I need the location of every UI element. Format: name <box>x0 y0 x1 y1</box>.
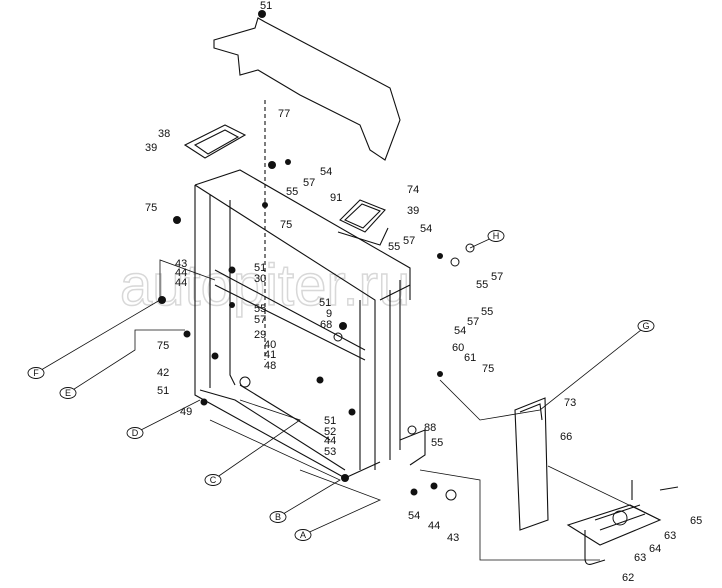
part-label: 44 <box>324 435 336 447</box>
part-label: 49 <box>180 406 192 418</box>
marker-circle <box>487 230 505 242</box>
reference-marker-b: B <box>269 511 287 523</box>
marker-circle <box>126 427 144 439</box>
part-label: 60 <box>452 342 464 354</box>
part-label: 57 <box>254 314 266 326</box>
part-label: 51 <box>324 415 336 427</box>
part-label: 57 <box>491 271 503 283</box>
marker-circle <box>59 387 77 399</box>
part-label: 63 <box>634 552 646 564</box>
part-label: 51 <box>254 262 266 274</box>
part-label: 57 <box>467 316 479 328</box>
part-label: 88 <box>424 422 436 434</box>
part-label: 75 <box>280 219 292 231</box>
frame-outline <box>183 17 679 565</box>
part-label: 57 <box>303 177 315 189</box>
part-label: 43 <box>175 258 187 270</box>
marker-letter: C <box>210 475 217 485</box>
part-label: 42 <box>157 367 169 379</box>
marker-letter: B <box>275 512 281 522</box>
part-label: 74 <box>407 184 419 196</box>
reference-markers: H G F E D C B A <box>27 230 655 541</box>
part-label: 44 <box>175 267 187 279</box>
part-label: 54 <box>408 510 420 522</box>
part-label: 54 <box>320 166 332 178</box>
part-label: 57 <box>403 235 415 247</box>
part-label: 75 <box>482 363 494 375</box>
reference-marker-e: E <box>59 387 77 399</box>
reference-marker-h: H <box>487 230 505 242</box>
part-label: 30 <box>254 273 266 285</box>
part-label: 66 <box>560 431 572 443</box>
part-label: 51 <box>157 385 169 397</box>
part-label: 9 <box>326 308 332 320</box>
part-label: 55 <box>388 241 400 253</box>
part-label: 41 <box>264 349 276 361</box>
part-label: 51 <box>260 0 272 12</box>
part-label: 44 <box>428 520 440 532</box>
part-label: 54 <box>420 223 432 235</box>
part-label: 62 <box>622 572 634 584</box>
marker-letter: A <box>300 530 306 540</box>
part-label: 55 <box>481 306 493 318</box>
part-label: 68 <box>320 319 332 331</box>
reference-marker-a: A <box>294 529 312 541</box>
part-label: 55 <box>476 279 488 291</box>
part-label: 52 <box>324 426 336 438</box>
part-label: 75 <box>157 340 169 352</box>
part-label: 39 <box>145 142 157 154</box>
part-label: 55 <box>254 303 266 315</box>
marker-letter: H <box>493 231 500 241</box>
reference-marker-c: C <box>204 474 222 486</box>
reference-marker-d: D <box>126 427 144 439</box>
part-label: 55 <box>286 186 298 198</box>
part-label: 65 <box>690 515 702 527</box>
marker-letter: G <box>642 321 649 331</box>
part-label: 73 <box>564 397 576 409</box>
part-label: 43 <box>447 532 459 544</box>
marker-circle <box>269 511 287 523</box>
part-label: 64 <box>649 543 661 555</box>
marker-letter: D <box>132 428 139 438</box>
marker-letter: F <box>33 368 39 378</box>
marker-letter: E <box>65 388 71 398</box>
part-label: 54 <box>454 325 466 337</box>
part-label: 53 <box>324 446 336 458</box>
part-label: 61 <box>464 352 476 364</box>
leader-lines <box>35 235 661 561</box>
part-label: 39 <box>407 205 419 217</box>
part-label: 38 <box>158 128 170 140</box>
reference-marker-f: F <box>27 367 45 379</box>
marker-circle <box>294 529 312 541</box>
part-label: 44 <box>175 277 187 289</box>
part-label: 77 <box>278 108 290 120</box>
marker-circle <box>27 367 45 379</box>
part-label: 55 <box>431 437 443 449</box>
marker-circle <box>204 474 222 486</box>
part-label: 40 <box>264 339 276 351</box>
marker-circle <box>637 320 655 332</box>
part-label: 48 <box>264 360 276 372</box>
reference-marker-g: G <box>637 320 655 332</box>
part-label: 91 <box>330 192 342 204</box>
part-label: 63 <box>664 530 676 542</box>
part-label: 29 <box>254 329 266 341</box>
part-label: 51 <box>319 297 331 309</box>
part-label: 75 <box>145 202 157 214</box>
